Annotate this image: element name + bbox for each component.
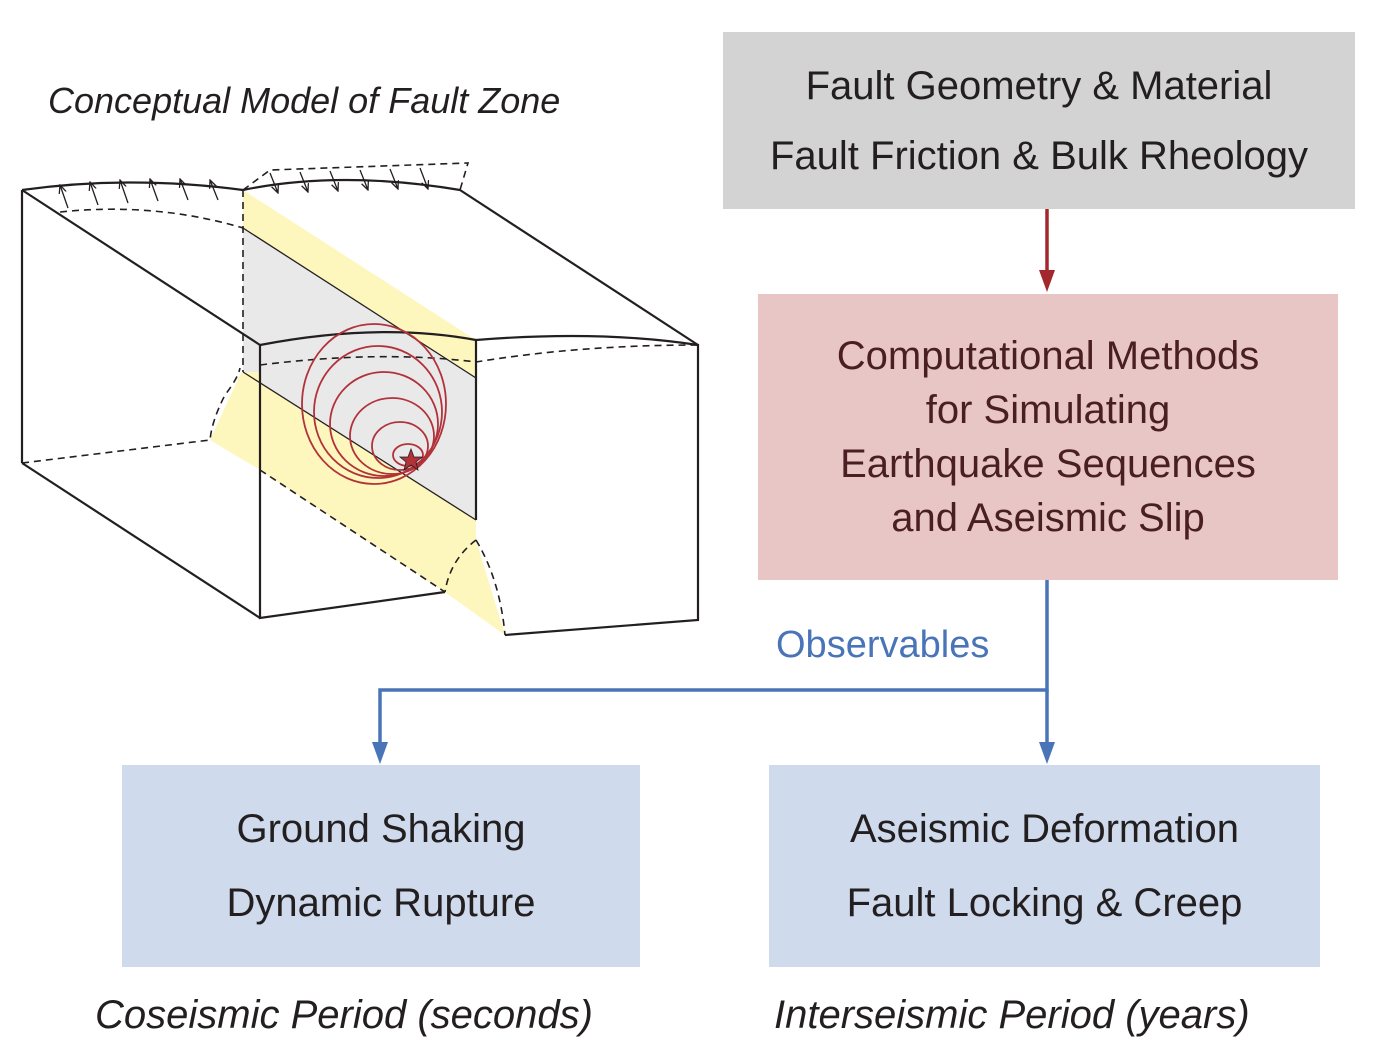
- methods-line-1: Computational Methods: [836, 334, 1260, 378]
- observable-arrows: [378, 580, 1049, 750]
- slip-contours: [301, 323, 447, 485]
- interseismic-caption: Interseismic Period (years): [774, 993, 1250, 1037]
- methods-line-2: for Simulating: [925, 388, 1171, 432]
- interseismic-line-1: Aseismic Deformation: [849, 807, 1239, 851]
- fault-zone-right-foot: [445, 540, 505, 635]
- coseismic-box: Ground Shaking Dynamic Rupture: [122, 765, 640, 967]
- inputs-line-1: Fault Geometry & Material: [805, 63, 1273, 108]
- traction-arrows-left: [60, 179, 219, 209]
- right-block-back-dash: [242, 162, 470, 191]
- model-title: Conceptual Model of Fault Zone: [48, 80, 561, 121]
- observables-label: Observables: [776, 624, 990, 666]
- interseismic-line-2: Fault Locking & Creep: [846, 881, 1243, 925]
- bottom-dash-right: [475, 539, 506, 636]
- inputs-line-2: Fault Friction & Bulk Rheology: [769, 133, 1308, 178]
- coseismic-caption: Coseismic Period (seconds): [95, 993, 593, 1037]
- bottom-dash-diag: [259, 469, 477, 593]
- right-block-top: [242, 178, 699, 346]
- interseismic-box: Aseismic Deformation Fault Locking & Cre…: [769, 765, 1320, 967]
- arrow-to-interseismic: [1039, 742, 1055, 764]
- inputs-box: Fault Geometry & Material Fault Friction…: [723, 32, 1355, 209]
- front-block-dash: [259, 344, 699, 366]
- fault-zone-foot: [210, 372, 260, 470]
- traction-arrows-right: [269, 167, 428, 193]
- coseismic-line-1: Ground Shaking: [236, 807, 526, 851]
- methods-line-4: and Aseismic Slip: [891, 496, 1205, 540]
- methods-line-3: Earthquake Sequences: [840, 442, 1256, 486]
- coseismic-line-2: Dynamic Rupture: [226, 881, 536, 925]
- input-arrow: [1039, 209, 1055, 292]
- fault-zone-band-left: [243, 190, 476, 378]
- star-icon: [398, 447, 424, 471]
- bottom-dash-left: [21, 367, 241, 464]
- arrow-to-coseismic: [372, 742, 388, 764]
- methods-box: Computational Methods for Simulating Ear…: [758, 294, 1338, 580]
